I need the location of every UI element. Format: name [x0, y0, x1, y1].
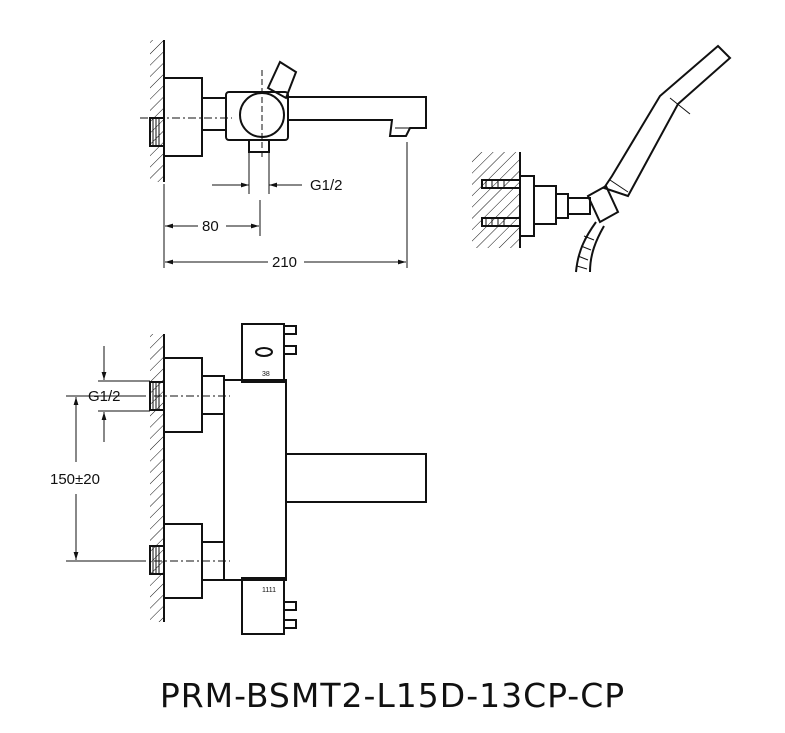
scale-mark-bottom: 1111: [262, 587, 276, 594]
bracket-body: [533, 185, 557, 225]
hose: [575, 221, 597, 273]
eccentric-body: [163, 77, 203, 157]
front-view: 38 1111 G1/2 150±20: [50, 323, 427, 635]
shower-holder: [586, 184, 620, 224]
hand-shower-view: [472, 44, 732, 273]
bottom-outlet: [248, 139, 270, 153]
upper-eccentric: [163, 357, 203, 433]
dim-side-thread: G1/2: [310, 177, 343, 194]
side-view: G1/2 80 210: [140, 40, 427, 271]
spout: [288, 96, 427, 137]
bracket-arm: [567, 197, 591, 215]
bracket-plate: [519, 175, 535, 237]
eccentric-neck: [201, 97, 227, 131]
dim-front-center: 150±20: [50, 471, 100, 488]
dim-side-length: 210: [272, 254, 297, 271]
thermostatic-body: [223, 379, 287, 581]
wall-hatch: [150, 40, 164, 182]
diverter-lever: [266, 60, 298, 100]
front-spout: [285, 453, 427, 503]
model-code-label: PRM-BSMT2-L15D-13CP-CP: [159, 676, 626, 715]
front-wall-hatch: [150, 334, 164, 622]
handset: [602, 44, 732, 198]
scale-mark-top: 38: [262, 371, 270, 378]
shower-wall-hatch: [472, 152, 520, 248]
dim-side-offset: 80: [202, 218, 219, 235]
